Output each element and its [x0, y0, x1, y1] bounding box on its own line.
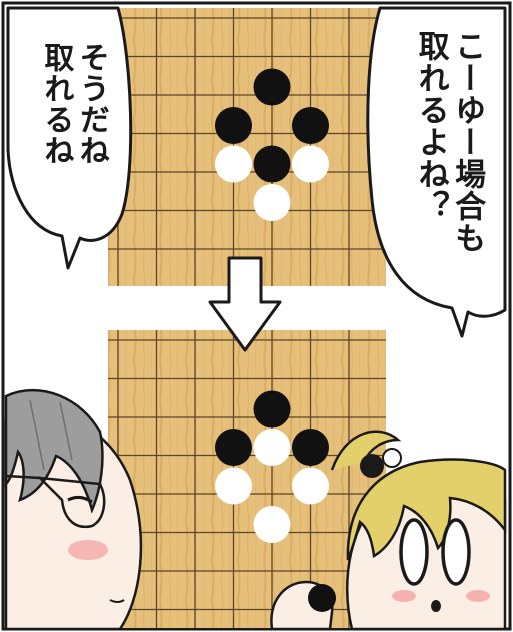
- board-after-white-stone: [253, 429, 291, 466]
- down-arrow-icon: [208, 256, 282, 352]
- go-board-after: [108, 330, 386, 628]
- held-black-stone: [308, 584, 336, 612]
- board-after-stones: [215, 390, 329, 543]
- board-before-black-stone: [253, 145, 291, 183]
- character-right-hair-bun: [360, 454, 384, 478]
- board-after-black-stone: [215, 429, 252, 466]
- character-left-hair: [4, 388, 104, 514]
- board-after-white-stone: [292, 467, 329, 505]
- character-right-mouth: [431, 600, 441, 612]
- character-left-hair-strand: [29, 399, 45, 471]
- speech-line: 取れるよね？: [412, 30, 449, 222]
- board-after-black-stone: [253, 390, 291, 428]
- character-left-eye: [67, 495, 93, 504]
- character-right-eye: [441, 518, 471, 586]
- board-after-white-stone: [253, 506, 291, 543]
- speech-bubble-left-text: そうだね 取れるね: [38, 42, 109, 166]
- character-left-glasses-bridge: [5, 474, 41, 480]
- character-left-glasses: [36, 476, 106, 529]
- board-before-white-stone: [253, 184, 291, 221]
- board-before-black-stone: [292, 107, 329, 144]
- board-before-white-stone: [215, 145, 252, 183]
- speech-bubble-right: [366, 6, 507, 338]
- board-after-white-stone: [215, 467, 252, 505]
- go-board-before: [108, 8, 386, 286]
- character-right-blush: [466, 590, 490, 602]
- speech-bubble-left: [6, 6, 133, 270]
- speech-bubble-right-text: こーゆー場合も 取れるよね？: [412, 30, 486, 254]
- speech-line: 取れるね: [38, 42, 74, 166]
- speech-line: こーゆー場合も: [449, 30, 486, 254]
- character-left-mouth: [109, 599, 125, 603]
- board-before-stones: [215, 68, 329, 221]
- character-right-hair-tuft: [330, 430, 402, 471]
- character-right-blonde-hair: [270, 430, 507, 631]
- character-right-hair-bun: [382, 448, 402, 468]
- character-left-gray-hair: [4, 388, 143, 631]
- character-right-blush: [392, 590, 416, 602]
- board-before-white-stone: [292, 145, 329, 183]
- speech-line: そうだね: [73, 42, 109, 166]
- character-left-blush: [68, 540, 108, 560]
- board-before-black-stone: [215, 107, 252, 144]
- character-left-hair-strand: [59, 401, 73, 461]
- board-before-black-stone: [253, 68, 291, 106]
- board-after-black-stone: [292, 429, 329, 466]
- character-right-eye: [399, 518, 429, 586]
- board-before-wood: [108, 8, 386, 286]
